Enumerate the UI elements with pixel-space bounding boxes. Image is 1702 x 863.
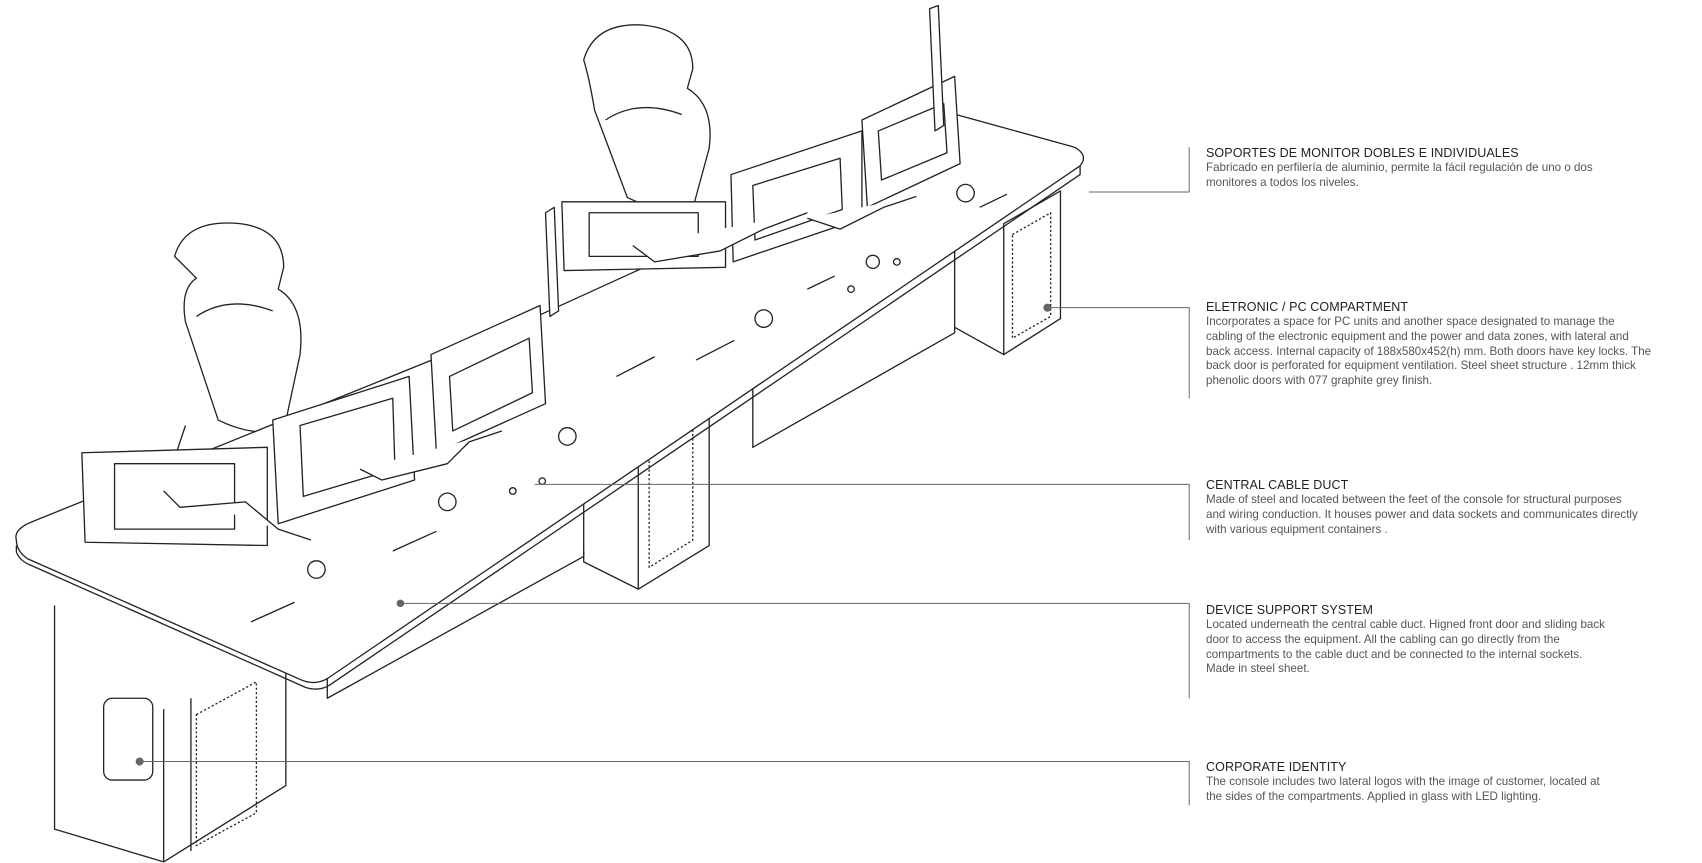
annotation-line: back door is perforated for equipment ve…: [1206, 359, 1636, 373]
annotation-pc-compartment: ELETRONIC / PC COMPARTMENT Incorporates …: [1206, 300, 1696, 389]
annotation-line: Fabricado en perfilería de aluminio, per…: [1206, 161, 1593, 174]
annotation-line: back access. Internal capacity of 188x58…: [1206, 344, 1652, 358]
annotation-monitor-supports: SOPORTES DE MONITOR DOBLES E INDIVIDUALE…: [1206, 146, 1696, 191]
annotation-line: monitores a todos los niveles.: [1206, 175, 1359, 189]
desk-top: [15, 101, 1085, 690]
annotation-line: door to access the equipment. All the ca…: [1206, 632, 1560, 646]
annotation-title: CORPORATE IDENTITY: [1206, 760, 1347, 774]
annotation-corporate-identity: CORPORATE IDENTITY The console includes …: [1206, 760, 1696, 805]
annotation-line: Made of steel and located between the fe…: [1206, 493, 1622, 506]
annotation-line: the sides of the compartments. Applied i…: [1206, 789, 1542, 803]
annotation-line: Located underneath the central cable duc…: [1206, 618, 1605, 631]
annotation-device-support: DEVICE SUPPORT SYSTEM Located underneath…: [1206, 603, 1696, 677]
annotation-title: CENTRAL CABLE DUCT: [1206, 478, 1349, 492]
chair-right: [583, 24, 711, 211]
annotation-line: The console includes two lateral logos w…: [1206, 775, 1600, 788]
annotation-line: Made in steel sheet.: [1206, 662, 1310, 676]
annotation-line: phenolic doors with 077 graphite grey fi…: [1206, 374, 1433, 388]
annotation-line: with various equipment containers .: [1206, 522, 1388, 536]
annotation-line: and wiring conduction. It houses power a…: [1206, 507, 1638, 521]
leader-lines: [135, 147, 1190, 806]
annotation-line: compartments to the cable duct and be co…: [1206, 647, 1583, 661]
annotation-title: SOPORTES DE MONITOR DOBLES E INDIVIDUALE…: [1206, 146, 1519, 160]
annotation-cable-duct: CENTRAL CABLE DUCT Made of steel and loc…: [1206, 478, 1696, 537]
annotation-line: Incorporates a space for PC units and an…: [1206, 315, 1615, 328]
annotation-title: DEVICE SUPPORT SYSTEM: [1206, 603, 1373, 617]
annotation-title: ELETRONIC / PC COMPARTMENT: [1206, 300, 1409, 314]
monitors: [81, 4, 975, 579]
annotation-line: cabling of the electronic equipment and …: [1206, 329, 1629, 343]
